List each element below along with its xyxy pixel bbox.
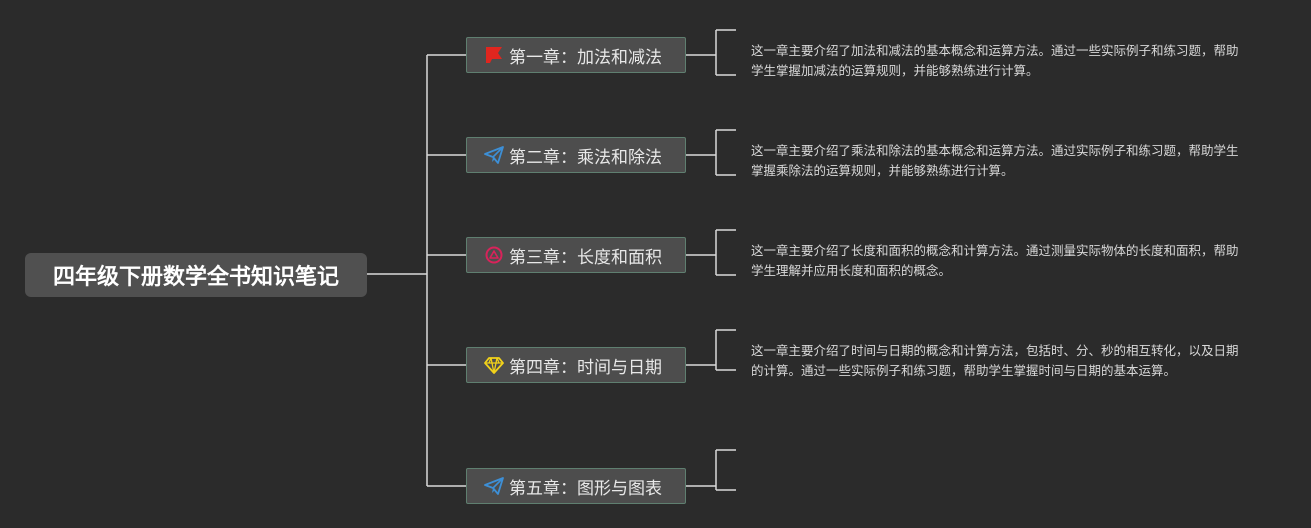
chapter-3-node[interactable]: 第三章：长度和面积 (466, 237, 686, 273)
chapter-4-title: 第四章：时间与日期 (509, 357, 662, 378)
chapter-1-title: 第一章：加法和减法 (509, 47, 662, 68)
chapter-2-title: 第二章：乘法和除法 (509, 147, 662, 168)
red-flag-icon (483, 44, 505, 66)
chapter-1-description: 这一章主要介绍了加法和减法的基本概念和运算方法。通过一些实际例子和练习题，帮助学… (751, 43, 1239, 78)
chapter-5-node[interactable]: 第五章：图形与图表 (466, 468, 686, 504)
chapter-3-description: 这一章主要介绍了长度和面积的概念和计算方法。通过测量实际物体的长度和面积，帮助学… (751, 243, 1239, 278)
chapter-3-title: 第三章：长度和面积 (509, 247, 662, 268)
root-topic-title: 四年级下册数学全书知识笔记 (52, 265, 339, 290)
paper-plane-icon (483, 475, 505, 497)
chapter-2-node[interactable]: 第二章：乘法和除法 (466, 137, 686, 173)
diamond-icon (483, 354, 505, 376)
chapter-4-node[interactable]: 第四章：时间与日期 (466, 347, 686, 383)
chapter-2-description: 这一章主要介绍了乘法和除法的基本概念和运算方法。通过实际例子和练习题，帮助学生掌… (751, 143, 1239, 178)
chapter-5-title: 第五章：图形与图表 (509, 478, 662, 499)
paper-plane-icon (483, 144, 505, 166)
chapter-1-node[interactable]: 第一章：加法和减法 (466, 37, 686, 73)
emblem-icon (483, 244, 505, 266)
root-topic[interactable]: 四年级下册数学全书知识笔记 (25, 253, 367, 297)
chapter-4-description: 这一章主要介绍了时间与日期的概念和计算方法，包括时、分、秒的相互转化，以及日期的… (751, 343, 1239, 378)
